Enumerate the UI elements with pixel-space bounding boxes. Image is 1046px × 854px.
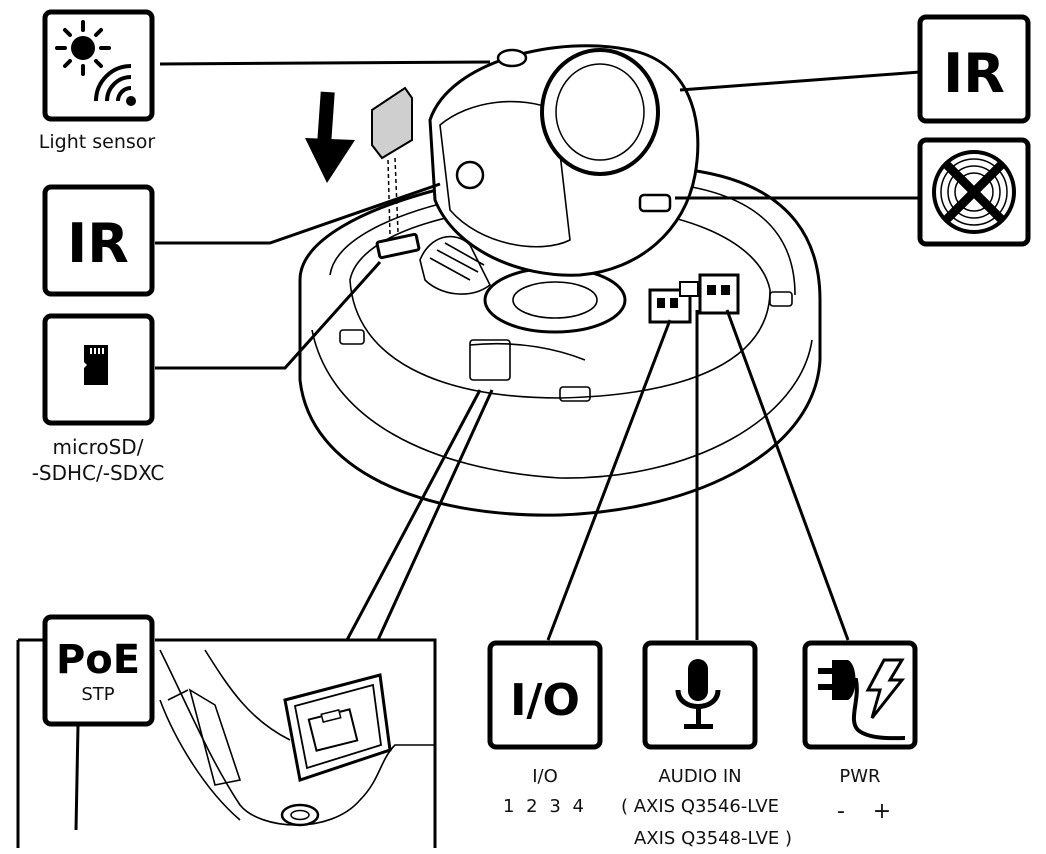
pwr-minus-label: -: [837, 799, 845, 824]
sun-and-signal-icon: [55, 20, 136, 106]
ir-left-callout: IR: [42, 184, 155, 297]
io-callout: I/O I/O 1 2 3 4: [487, 640, 603, 817]
audio-models-line1: ( AXIS Q3546-LVE: [621, 796, 779, 817]
microsd-card-icon: [84, 345, 108, 385]
ir-top-callout: IR: [917, 14, 1031, 124]
light-sensor-callout: Light sensor: [39, 9, 156, 153]
ir-icon: IR: [943, 42, 1005, 105]
audio-in-label: AUDIO IN: [658, 766, 741, 787]
microsd-callout: microSD/ -SDHC/-SDXC: [32, 313, 165, 485]
microsd-label-line2: -SDHC/-SDXC: [32, 461, 165, 485]
io-label: I/O: [532, 766, 558, 787]
pwr-label: PWR: [839, 766, 880, 787]
ir-icon: IR: [67, 212, 129, 275]
poe-inset: PoE STP: [16, 614, 437, 848]
pwr-callout: PWR - +: [802, 640, 918, 824]
svg-text:STP: STP: [81, 684, 114, 705]
poe-icon: PoE STP: [56, 637, 140, 705]
callout-lines: [155, 60, 921, 641]
dome-camera-illustration: [298, 44, 822, 517]
pwr-plus-label: +: [873, 799, 891, 824]
power-plug-icon: [818, 658, 906, 741]
microsd-label-line1: microSD/: [53, 435, 144, 459]
svg-text:PoE: PoE: [56, 637, 140, 683]
audio-in-callout: AUDIO IN ( AXIS Q3546-LVE AXIS Q3548-LVE…: [621, 640, 792, 849]
io-pins-label: 1 2 3 4: [503, 796, 587, 817]
fan-callout: [917, 137, 1031, 247]
insert-arrow-icon: [305, 91, 355, 183]
light-sensor-label: Light sensor: [39, 131, 156, 153]
audio-models-line2: AXIS Q3548-LVE ): [634, 828, 792, 849]
io-icon: I/O: [510, 675, 580, 726]
fan-icon: [932, 150, 1016, 234]
microphone-icon: [675, 659, 721, 729]
microsd-card-insert: [371, 86, 413, 236]
